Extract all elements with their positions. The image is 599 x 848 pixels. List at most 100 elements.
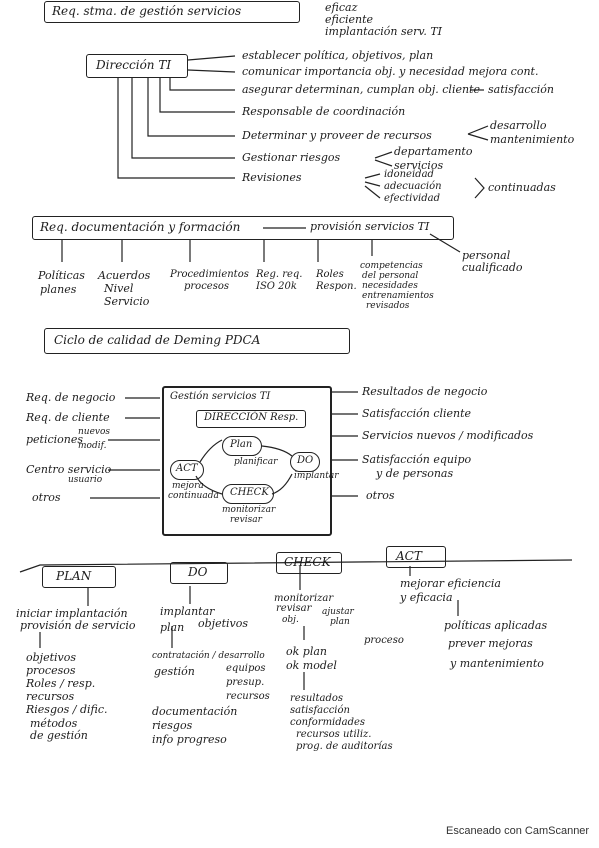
doc-branch-comp-1: competencias: [360, 261, 423, 271]
doc-branch-roles-2: Respon.: [316, 281, 357, 292]
dir-item-departamento: departamento: [394, 145, 473, 158]
check-line-5: ok plan: [286, 645, 327, 658]
direccion-box: [86, 54, 188, 78]
dir-item-desarrollo: desarrollo: [490, 119, 547, 132]
documentacion-box: [32, 216, 454, 240]
dir-item-comunicar: comunicar importancia obj. y necesidad m…: [242, 65, 539, 78]
check-line-8: resultados: [290, 693, 344, 704]
dir-item-satisfaccion: satisfacción: [488, 83, 554, 96]
do-line-3: contratación / desarrollo: [152, 651, 265, 661]
do-line-0: implantar: [160, 605, 215, 618]
pdca-act-box: [386, 546, 446, 568]
output-resultados: Resultados de negocio: [362, 385, 488, 398]
check-line-12: prog. de auditorías: [296, 741, 393, 752]
do-line-9: riesgos: [152, 719, 193, 732]
act-line-3: prever mejoras: [448, 637, 533, 650]
header-title: Req. stma. de gestión servicios: [52, 4, 242, 18]
check-bubble: [222, 484, 274, 504]
personal-1: personal: [462, 249, 511, 262]
do-line-7: recursos: [226, 691, 270, 702]
do-line-4: gestión: [154, 665, 195, 678]
plan-line-7: métodos: [30, 717, 78, 730]
doc-branch-procedimientos-1: Procedimientos: [170, 269, 249, 280]
note-2: eficiente: [325, 13, 374, 26]
doc-branch-comp-2: del personal: [362, 271, 419, 281]
mejora-1: mejora: [172, 481, 204, 491]
personal-2: cualificado: [462, 261, 523, 274]
do-line-10: info progreso: [152, 733, 227, 746]
act-line-0: mejorar eficiencia: [400, 577, 501, 590]
doc-branch-comp-3: necesidades: [362, 281, 418, 291]
check-line-10: conformidades: [290, 717, 366, 728]
act-label: ACT: [176, 463, 198, 474]
plan-bubble: [222, 436, 262, 456]
plan-line-5: recursos: [26, 690, 75, 703]
mejora-2: continuada: [168, 491, 219, 501]
check-line-2: obj.: [282, 615, 299, 625]
pdca-check-box: [276, 552, 342, 574]
plan-line-0: iniciar implantación: [16, 607, 128, 620]
core-resp-box: [196, 410, 306, 428]
doc-branch-acuerdos-2: Nivel: [104, 282, 134, 295]
do-line-6: presup.: [226, 677, 265, 688]
do-line-8: documentación: [152, 705, 238, 718]
check-label: CHECK: [230, 487, 269, 498]
doc-branch-acuerdos-3: Servicio: [104, 295, 150, 308]
plan-line-2: objetivos: [26, 651, 77, 664]
doc-branch-acuerdos-1: Acuerdos: [98, 269, 151, 282]
pdca-check-label: CHECK: [284, 555, 331, 569]
doc-branch-politicas-2: planes: [40, 283, 77, 296]
check-line-3: ajustar: [322, 607, 354, 617]
input-req-negocio: Req. de negocio: [26, 391, 116, 404]
dir-item-asegurar: asegurar determinan, cumplan obj. client…: [242, 83, 480, 96]
act-bubble: [170, 460, 204, 480]
act-line-4: y mantenimiento: [450, 657, 544, 670]
note-1: eficaz: [325, 1, 358, 14]
check-line-4: plan: [330, 617, 350, 627]
pdca-do-box: [170, 562, 228, 584]
check-line-1: revisar: [276, 603, 312, 614]
ciclo-title-box: [44, 328, 350, 354]
dir-item-riesgos: Gestionar riesgos: [242, 151, 341, 164]
dir-item-recursos: Determinar y proveer de recursos: [242, 129, 432, 142]
doc-branch-reg-1: Reg. req.: [256, 269, 303, 280]
dir-item-continuadas: continuadas: [488, 181, 556, 194]
do-line-1: plan: [160, 621, 185, 634]
plan-label: Plan: [230, 439, 253, 450]
dir-item-idoneidad: idoneidad: [384, 169, 434, 180]
planificar-label: planificar: [234, 457, 278, 467]
doc-branch-politicas-1: Políticas: [38, 269, 85, 282]
header-box: [44, 1, 300, 23]
plan-line-3: procesos: [26, 664, 76, 677]
plan-line-1: provisión de servicio: [20, 619, 136, 632]
input-nuevos: nuevos: [78, 427, 111, 437]
input-req-cliente: Req. de cliente: [26, 411, 110, 424]
documentacion-target: provisión servicios TI: [310, 220, 430, 233]
plan-line-6: Riesgos / dific.: [26, 703, 108, 716]
plan-line-8: de gestión: [30, 729, 88, 742]
do-line-2: objetivos: [198, 617, 249, 630]
direccion-label: Dirección TI: [96, 58, 172, 72]
check-line-11: recursos utiliz.: [296, 729, 372, 740]
documentacion-label: Req. documentación y formación: [40, 220, 241, 234]
doc-branch-reg-2: ISO 20k: [256, 281, 297, 292]
input-modif: modif.: [78, 441, 107, 451]
dir-item-revisiones: Revisiones: [242, 171, 302, 184]
output-otros: otros: [366, 489, 395, 502]
dir-item-coordinacion: Responsable de coordinación: [242, 105, 406, 118]
dir-item-adecuacion: adecuación: [384, 181, 442, 192]
check-line-7: proceso: [364, 635, 404, 646]
pdca-act-label: ACT: [396, 549, 422, 563]
dir-item-politica: establecer política, objetivos, plan: [242, 49, 434, 62]
input-centro-2: usuario: [68, 475, 103, 485]
pdca-do-label: DO: [188, 565, 208, 579]
do-bubble: [290, 452, 320, 472]
footer-watermark: Escaneado con CamScanner: [446, 825, 590, 837]
output-equipo: Satisfacción equipo: [362, 453, 472, 466]
pdca-plan-box: [42, 566, 116, 588]
act-line-1: y eficacia: [400, 591, 453, 604]
input-otros: otros: [32, 491, 61, 504]
ciclo-title: Ciclo de calidad de Deming PDCA: [54, 333, 261, 347]
dir-item-efectividad: efectividad: [384, 193, 440, 204]
do-line-5: equipos: [226, 663, 266, 674]
